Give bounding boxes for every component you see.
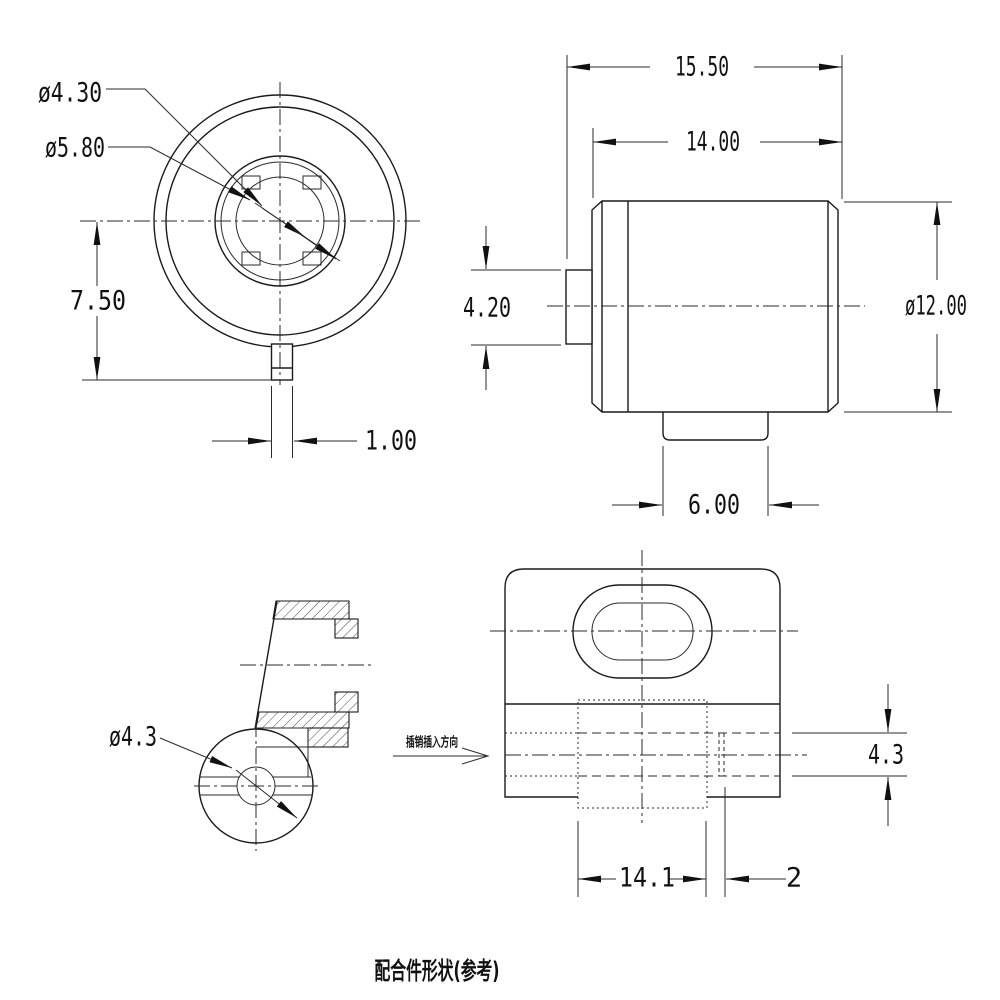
ext-line (577, 787, 726, 897)
mating-body-outline (504, 568, 781, 798)
dim-label-body-diameter: ø12.00 (905, 291, 967, 322)
dim-label-center-to-base: 7.50 (70, 286, 126, 317)
front-view: ø4.30 ø5.80 7.50 1.00 (38, 78, 422, 458)
leader-line (108, 146, 251, 201)
hidden-channel (505, 732, 578, 777)
dim-label-channel-height: 4.3 (868, 740, 904, 771)
leader-arrow (235, 769, 298, 819)
side-boss (565, 269, 593, 345)
leader-arrow (159, 737, 233, 769)
bottom-tab (270, 343, 294, 381)
side-view: 15.50 14.00 4.20 ø12.00 6.00 (463, 52, 967, 521)
leader-line (106, 88, 263, 207)
keyway-notch (302, 251, 322, 266)
dim-label-boss-height: 4.20 (463, 293, 511, 324)
hidden-channel (578, 732, 780, 777)
dim-label-overall-length: 15.50 (675, 52, 729, 83)
dim-label-pocket-width: 14.1 (619, 863, 675, 894)
dim-label-pin-diameter: ø4.3 (109, 722, 157, 753)
dim-label-tab-width: 1.00 (365, 426, 417, 457)
section-view: ø4.3 (109, 600, 373, 851)
dim-label-contact-dia: ø4.30 (38, 78, 102, 109)
dim-label-slot-width: 2 (786, 863, 802, 894)
keyway-notch (241, 175, 261, 190)
keyway-notch (302, 175, 322, 190)
hidden-slot (718, 733, 725, 776)
hatched-step (307, 727, 349, 748)
hatched-step (334, 618, 359, 639)
keyway-notch (241, 251, 261, 266)
dim-label-bore-dia: ø5.80 (45, 133, 105, 164)
hidden-pocket (577, 699, 708, 809)
key-outline (255, 727, 309, 777)
insertion-direction-label: 插销插入方向 (406, 735, 458, 751)
mating-part-view: 插销插入方向 4.3 14.1 2 (393, 550, 907, 897)
ext-line (792, 732, 907, 777)
drawing-caption: 配合件形状(参考) (375, 957, 500, 985)
diameter-arrow (293, 229, 337, 260)
slant-edge (254, 600, 278, 730)
hatched-step (334, 691, 359, 713)
hatched-wall (272, 600, 350, 620)
hatched-wall (255, 711, 350, 729)
insertion-arrow (461, 747, 490, 765)
dim-label-body-length: 14.00 (686, 127, 740, 158)
bottom-tab (662, 412, 769, 441)
dim-label-tab-length: 6.00 (688, 490, 740, 521)
